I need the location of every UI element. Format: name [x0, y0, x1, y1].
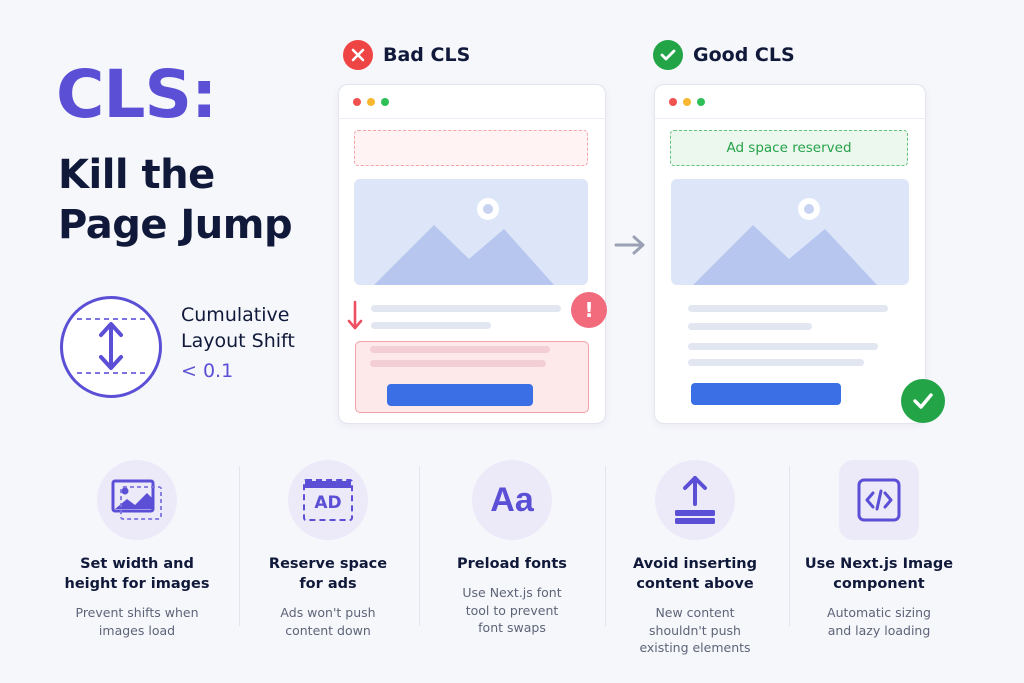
subtitle-line-2: Page Jump [58, 202, 293, 248]
tip-desc-line: Ads won't push [280, 605, 376, 620]
tip-desc-line: New content [655, 605, 735, 620]
tip-title: Set width and height for images [47, 554, 227, 594]
tip-description: Prevent shifts when images load [47, 604, 227, 639]
tip-title-line: Avoid inserting [632, 556, 758, 572]
image-placeholder-icon [671, 179, 909, 285]
text-line [688, 323, 812, 330]
ad-slot-reserved: Ad space reserved [670, 130, 908, 166]
tip-title-line: content above [636, 576, 754, 592]
divider [239, 466, 240, 626]
tip-desc-line: and lazy loading [827, 622, 931, 638]
browser-topbar [655, 85, 925, 119]
tip-desc-line: Automatic sizing [827, 605, 931, 620]
text-line [371, 322, 491, 329]
tip-reserve-ad-space: AD Reserve space for ads Ads won't push … [238, 460, 418, 639]
check-icon [653, 40, 683, 70]
text-line [370, 346, 550, 353]
page-subtitle: Kill the Page Jump [58, 150, 348, 250]
page-title: CLS: [56, 56, 217, 133]
tip-title-line: Set width and [80, 556, 194, 572]
shifted-content-block [355, 341, 589, 413]
close-dot-icon [669, 97, 677, 106]
divider [605, 466, 606, 626]
good-cls-label: Good CLS [693, 44, 795, 66]
metric-threshold: < 0.1 [181, 360, 234, 382]
cta-button-placeholder [387, 384, 533, 406]
browser-topbar [339, 85, 605, 119]
tip-desc-line: content down [285, 622, 371, 638]
tip-title-line: for ads [299, 576, 357, 592]
tip-description: Use Next.js font tool to prevent font sw… [422, 584, 602, 637]
font-icon: Aa [472, 460, 552, 540]
close-dot-icon [353, 97, 361, 106]
tip-nextjs-image: Use Next.js Image component Automatic si… [789, 460, 969, 639]
cta-button-placeholder [691, 383, 841, 405]
tip-title: Reserve space for ads [238, 554, 418, 594]
shift-down-arrow-icon [347, 300, 363, 336]
tip-preload-fonts: Aa Preload fonts Use Next.js font tool t… [422, 460, 602, 637]
warning-icon: ! [571, 292, 607, 328]
good-browser-window: Ad space reserved [654, 84, 945, 424]
metric-label: Cumulative Layout Shift [181, 302, 295, 354]
tip-title: Use Next.js Image component [789, 554, 969, 594]
ad-icon: AD [288, 460, 368, 540]
tip-description: New content shouldn't push existing elem… [605, 604, 785, 657]
tip-title: Preload fonts [422, 554, 602, 574]
tip-desc-line: Prevent shifts when [75, 605, 199, 620]
tip-description: Ads won't push content down [238, 604, 418, 639]
maximize-dot-icon [381, 97, 389, 106]
image-placeholder-icon [354, 179, 588, 285]
tip-desc-line: shouldn't push [649, 622, 741, 638]
tip-desc-line: font swaps [478, 620, 546, 635]
ad-slot-unreserved [354, 130, 588, 166]
success-check-icon [901, 379, 945, 423]
tip-desc-line: Use Next.js font [462, 585, 562, 600]
tip-title-line: component [833, 576, 925, 592]
minimize-dot-icon [367, 97, 375, 106]
bad-browser-window: ! [338, 84, 607, 424]
metric-label-line-1: Cumulative [181, 304, 290, 326]
tip-title-line: Reserve space [268, 556, 388, 572]
maximize-dot-icon [697, 97, 705, 106]
tip-avoid-inserting-content: Avoid inserting content above New conten… [605, 460, 785, 657]
tip-title-line: Use Next.js Image [804, 556, 954, 572]
divider [419, 466, 420, 626]
minimize-dot-icon [683, 97, 691, 106]
tip-desc-line: existing elements [639, 640, 751, 655]
tip-desc-line: tool to prevent [465, 602, 559, 618]
tip-title: Avoid inserting content above [605, 554, 785, 594]
vertical-double-arrow-icon [60, 296, 162, 398]
ad-icon-text: AD [314, 493, 342, 513]
tip-desc-line: images load [98, 622, 176, 638]
good-cls-heading: Good CLS [653, 40, 795, 70]
text-line [688, 343, 878, 350]
text-line [688, 305, 888, 312]
tip-description: Automatic sizing and lazy loading [789, 604, 969, 639]
upload-arrow-icon [655, 460, 735, 540]
font-icon-text: Aa [490, 480, 534, 519]
image-frame-icon [97, 460, 177, 540]
text-line [371, 305, 561, 312]
text-line [370, 360, 546, 367]
tip-image-dimensions: Set width and height for images Prevent … [47, 460, 227, 639]
divider [789, 466, 790, 626]
tip-title-line: Preload fonts [457, 556, 567, 572]
bad-cls-label: Bad CLS [383, 44, 471, 66]
bad-cls-heading: Bad CLS [343, 40, 470, 70]
x-icon [343, 40, 373, 70]
text-line [688, 359, 864, 366]
tip-title-line: height for images [64, 576, 210, 592]
metric-label-line-2: Layout Shift [181, 330, 295, 352]
code-icon [839, 460, 919, 540]
subtitle-line-1: Kill the [58, 152, 215, 198]
arrow-right-icon [614, 233, 646, 261]
